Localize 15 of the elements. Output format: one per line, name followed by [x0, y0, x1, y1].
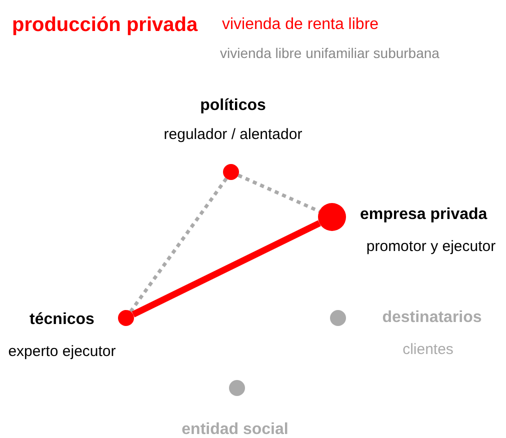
role-heading: empresa privada	[360, 206, 488, 224]
role-heading: destinatarios	[382, 309, 482, 327]
subtitle: vivienda libre unifamiliar suburbana	[220, 46, 440, 62]
role-description: clientes	[402, 342, 454, 358]
role-heading: entidad social	[182, 421, 288, 438]
role-description: experto ejecutor	[8, 344, 116, 360]
connector-line	[132, 220, 321, 318]
subtitle: vivienda de renta libre	[222, 16, 379, 34]
role-heading: técnicos	[30, 311, 94, 329]
role-description: regulador / alentador	[164, 126, 302, 144]
title: producción privada	[12, 14, 198, 36]
dotted-line	[238, 174, 320, 213]
dotted-line	[129, 177, 228, 313]
role-heading: políticos	[200, 97, 266, 115]
role-description: promotor y ejecutor	[366, 238, 496, 256]
